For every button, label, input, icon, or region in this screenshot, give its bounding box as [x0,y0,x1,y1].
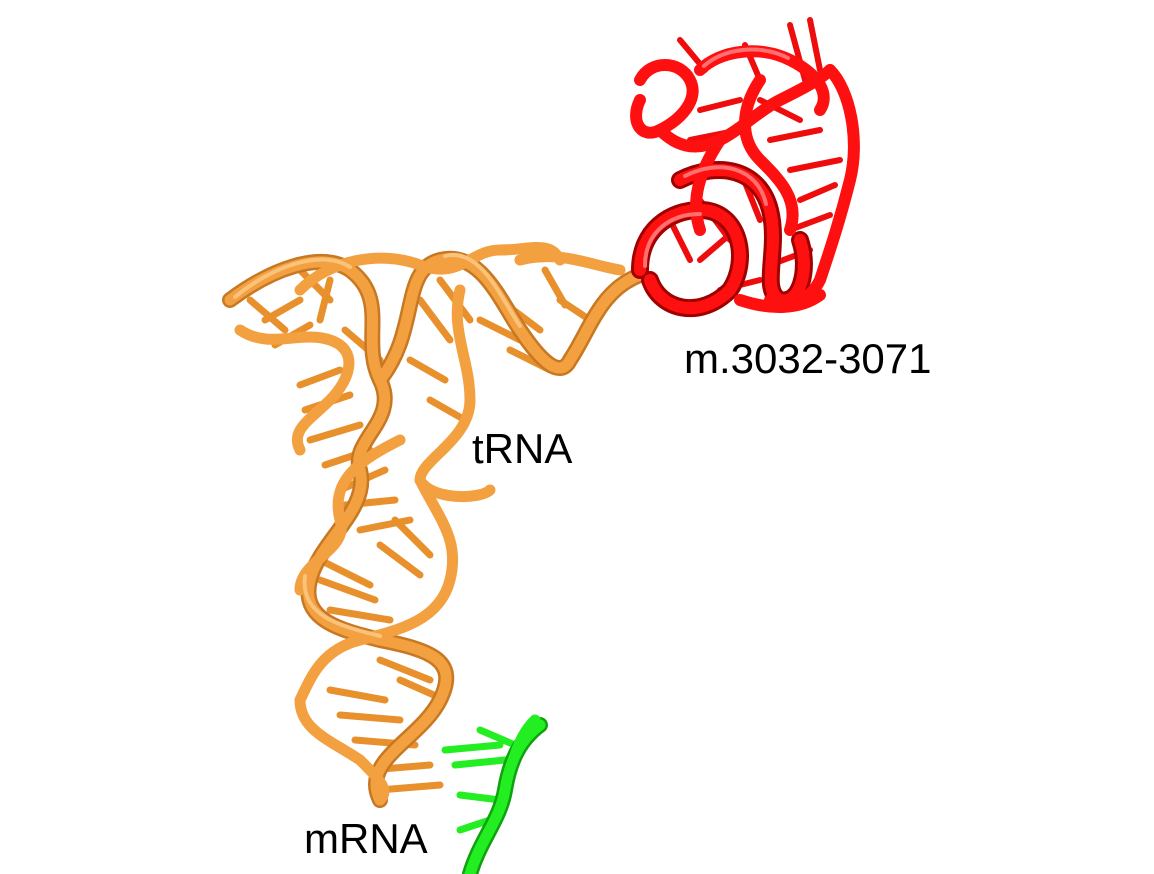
mrna-label: mRNA [304,815,428,862]
trna-label: tRNA [472,425,573,472]
fragment-label: m.3032-3071 [684,335,932,382]
mrna-structure [441,714,548,874]
mitochondrial-rna-fragment [630,17,860,317]
trna-structure [222,242,648,808]
